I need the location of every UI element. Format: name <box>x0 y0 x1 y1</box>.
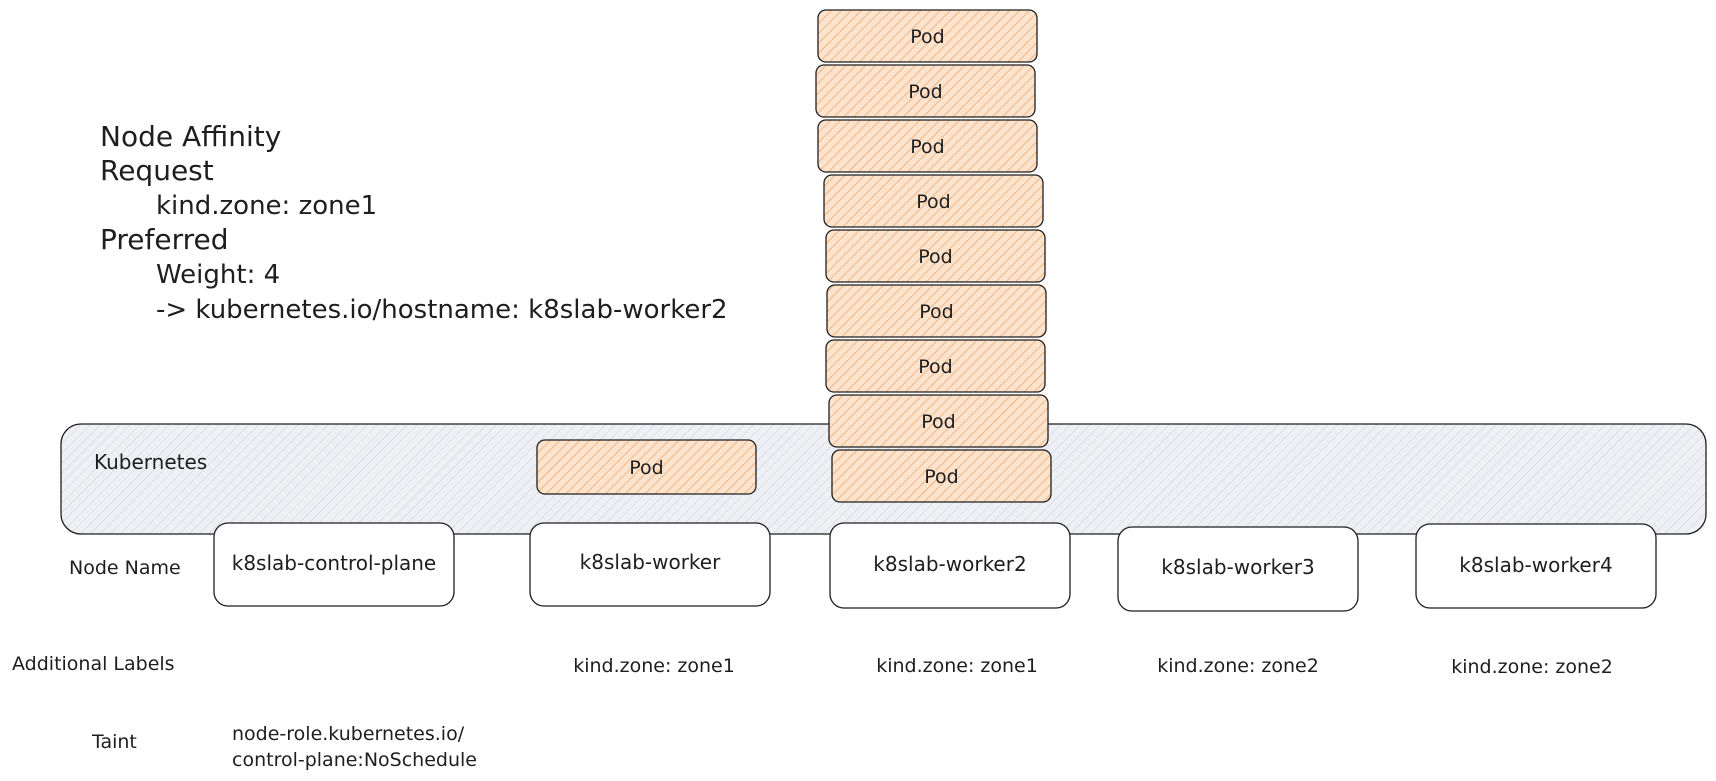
pod: Pod <box>817 119 1038 173</box>
pod-outline <box>825 339 1046 393</box>
node-name: k8slab-worker2 <box>873 552 1026 576</box>
zone-label-worker4: kind.zone: zone2 <box>1451 656 1613 678</box>
node-worker4: k8slab-worker4 <box>1415 523 1657 609</box>
node-worker2: k8slab-worker2 <box>829 522 1071 609</box>
pod-label: Pod <box>919 301 953 323</box>
request-rule: kind.zone: zone1 <box>156 191 377 221</box>
pod-label: Pod <box>921 411 955 433</box>
pod-outline <box>831 449 1052 503</box>
pod: Pod <box>823 174 1044 228</box>
pod: Pod <box>826 284 1047 338</box>
pod-outline <box>536 439 757 495</box>
additional-labels-row-label: Additional Labels <box>12 653 175 675</box>
node-box <box>1117 526 1359 612</box>
control-plane-taint: node-role.kubernetes.io/ control-plane:N… <box>232 723 477 771</box>
node-worker3: k8slab-worker3 <box>1117 526 1359 612</box>
zone-label-worker3: kind.zone: zone2 <box>1157 655 1319 677</box>
pod-label: Pod <box>918 356 952 378</box>
node-control-plane: k8slab-control-plane <box>213 522 455 607</box>
node-box <box>529 522 771 607</box>
taint-line-1: node-role.kubernetes.io/ <box>232 723 465 745</box>
pod-outline <box>826 284 1047 338</box>
pod-label: Pod <box>918 246 952 268</box>
node-name: k8slab-worker3 <box>1161 555 1314 579</box>
node-box <box>1415 523 1657 609</box>
pod-outline <box>817 119 1038 173</box>
preferred-heading: Preferred <box>100 223 229 256</box>
pod: Pod <box>817 9 1038 63</box>
additional-labels: kind.zone: zone1 kind.zone: zone1 kind.z… <box>573 655 1613 678</box>
pod: Pod <box>815 64 1036 118</box>
node-name-row-label: Node Name <box>69 557 181 579</box>
affinity-policy: Node Affinity Request kind.zone: zone1 P… <box>100 120 728 325</box>
taint-row-label: Taint <box>91 731 137 753</box>
pod-label: Pod <box>924 466 958 488</box>
pod: Pod <box>825 229 1046 283</box>
pod-outline <box>823 174 1044 228</box>
row-labels: Node Name Additional Labels Taint <box>12 557 181 753</box>
pod-label: Pod <box>916 191 950 213</box>
pod-label: Pod <box>629 457 663 479</box>
affinity-title: Node Affinity <box>100 120 281 153</box>
node-name: k8slab-worker <box>580 550 721 574</box>
pod: Pod <box>536 439 757 495</box>
pod-label: Pod <box>910 136 944 158</box>
pod-outline <box>828 394 1049 448</box>
pod-outline <box>825 229 1046 283</box>
pod: Pod <box>831 449 1052 503</box>
pod-outline <box>817 9 1038 63</box>
preferred-weight: Weight: 4 <box>156 260 280 290</box>
pod: Pod <box>825 339 1046 393</box>
node-box <box>213 522 455 607</box>
node-name: k8slab-worker4 <box>1459 553 1612 577</box>
pod-label: Pod <box>908 81 942 103</box>
cluster-label: Kubernetes <box>94 450 207 474</box>
zone-label-worker: kind.zone: zone1 <box>573 655 735 677</box>
node-worker: k8slab-worker <box>529 522 771 607</box>
taint-line-2: control-plane:NoSchedule <box>232 749 477 771</box>
pod-outline <box>815 64 1036 118</box>
pod: Pod <box>828 394 1049 448</box>
pod-label: Pod <box>910 26 944 48</box>
zone-label-worker2: kind.zone: zone1 <box>876 655 1038 677</box>
preferred-rule: -> kubernetes.io/hostname: k8slab-worker… <box>156 295 728 325</box>
request-heading: Request <box>100 154 214 187</box>
node-name: k8slab-control-plane <box>232 551 436 575</box>
pods-k8slab-worker: Pod <box>536 439 757 495</box>
node-box <box>829 522 1071 609</box>
